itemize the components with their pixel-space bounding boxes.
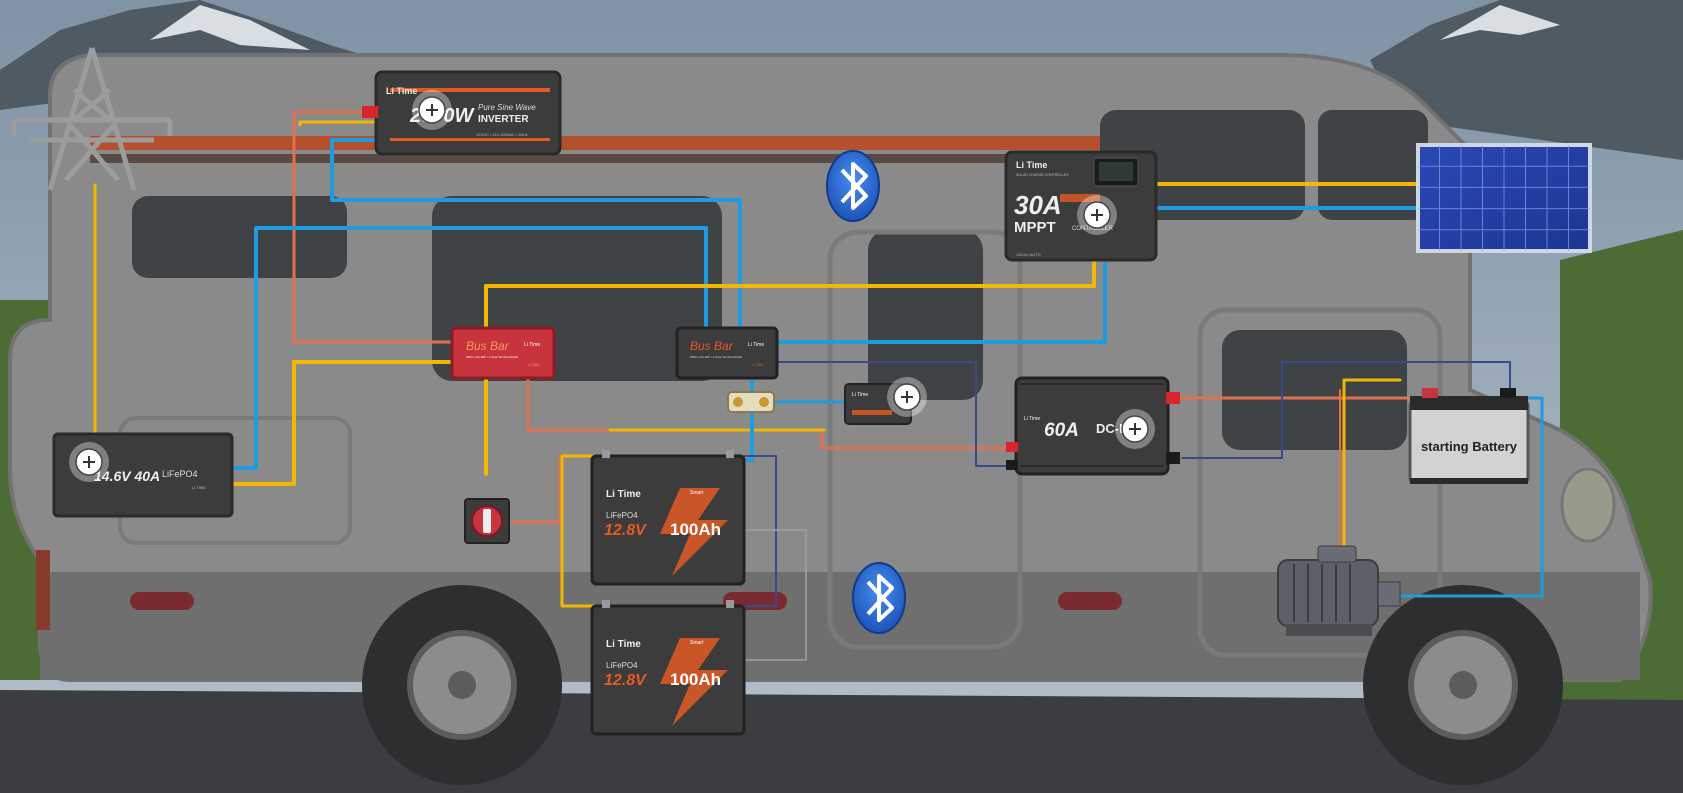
rv-window-5: [1318, 110, 1428, 220]
solar-panel-icon[interactable]: [1416, 143, 1592, 253]
battery-2-brand: Li Time: [606, 639, 641, 650]
charger-foot: LI TIME: [192, 485, 206, 490]
rv-window-6: [1222, 330, 1407, 450]
busbar-left-spec: 250A • DC 48V • 4 Post Terminal Studs: [466, 355, 518, 359]
wire-battery-parallel-red: [560, 454, 602, 608]
battery-switch-icon[interactable]: [464, 498, 510, 544]
plus-circle-icon[interactable]: [412, 90, 452, 130]
inverter-brand: Li Time: [386, 86, 417, 96]
battery-1-brand: Li Time: [606, 489, 641, 500]
snow-left: [150, 5, 310, 50]
starting-battery-label: starting Battery: [1421, 439, 1518, 454]
wire-mppt-blue: [776, 260, 1107, 344]
lifepo4-battery-2[interactable]: Li Time Smart LiFePO4 12.8V 100Ah: [590, 600, 746, 736]
inverter-line1: Pure Sine Wave: [478, 103, 536, 112]
mppt-sub: SOLAR CHARGE CONTROLLER: [1016, 173, 1069, 177]
lifepo4-battery-1[interactable]: Li Time Smart LiFePO4 12.8V 100Ah: [590, 450, 746, 586]
mppt-tag: CONTROLLER: [1072, 226, 1114, 232]
rv-wheel-front: [1363, 585, 1563, 785]
battery-1-voltage: 12.8V: [604, 522, 647, 539]
plus-circle-icon[interactable]: [69, 442, 109, 482]
wire-inverter-blue: [330, 138, 742, 332]
rv-stripe-dark: [90, 154, 1100, 163]
battery-1-badge: Smart: [690, 490, 704, 496]
wire-bt-lower: [745, 529, 807, 661]
mppt-type: MPPT: [1014, 219, 1056, 236]
battery-monitor[interactable]: Li Time: [844, 377, 927, 425]
monitor-brand: Li Time: [852, 392, 868, 398]
fuse-icon[interactable]: [727, 391, 775, 413]
battery-2-capacity: 100Ah: [670, 670, 721, 689]
charger-chem: LiFePO4: [162, 469, 198, 479]
inverter-footnote: 12VDC • 110-120VAC • 60Hz: [476, 132, 528, 137]
wire-alt-yellow: [1342, 378, 1402, 550]
busbar-left-model: LT-BB: [528, 362, 539, 367]
wire-dcdc-startbatt-blue: [1181, 361, 1511, 459]
inverter-line2: INVERTER: [478, 114, 529, 125]
solar-grid: [1418, 145, 1590, 251]
busbar-right-model: LT-BB: [752, 362, 763, 367]
mppt-footnote: 12/24V AUTO: [1016, 252, 1041, 257]
battery-2-badge: Smart: [690, 640, 704, 646]
wire-busbar-dcdc-navy: [777, 361, 1011, 467]
charger-rating: 14.6V 40A: [94, 468, 160, 484]
wire-inverter-yellow: [298, 120, 378, 127]
bus-bar-negative[interactable]: Bus Bar Li Time 250A • DC 48V • 4 Post T…: [675, 326, 779, 380]
mppt-controller[interactable]: Li Time SOLAR CHARGE CONTROLLER 30A MPPT…: [1004, 150, 1158, 262]
dcdc-brand: Li Time: [1024, 416, 1040, 422]
plus-circle-icon[interactable]: [1077, 195, 1117, 235]
battery-2-chem: LiFePO4: [606, 661, 638, 670]
busbar-left-brand: Li Time: [524, 342, 540, 348]
snow-right: [1440, 5, 1560, 40]
mppt-brand: Li Time: [1016, 160, 1047, 170]
dcdc-current: 60A: [1044, 420, 1079, 441]
power-pylon-icon: [11, 47, 173, 191]
mountains-right: [1370, 0, 1683, 160]
wiring: [93, 110, 1544, 661]
mppt-current: 30A: [1014, 190, 1062, 220]
motor-fins: [1293, 564, 1351, 622]
battery-2-voltage: 12.8V: [604, 672, 647, 689]
rv-headlight: [1560, 467, 1616, 543]
busbar-right-spec: 250A • DC 48V • 4 Post Terminal Studs: [690, 355, 742, 359]
bluetooth-icon: [826, 150, 880, 222]
rv-window-3: [868, 230, 983, 400]
busbar-right-title: Bus Bar: [690, 339, 734, 353]
plus-circle-icon[interactable]: [1115, 409, 1155, 449]
wire-charger-yellow: [230, 360, 454, 486]
rv-marker-light-3: [1058, 592, 1122, 610]
plus-circle-icon[interactable]: [887, 377, 927, 417]
rv-wheel-rear: [362, 585, 562, 785]
battery-1-chem: LiFePO4: [606, 511, 638, 520]
rv-window-1: [132, 196, 347, 278]
battery-1-bolt: [660, 488, 728, 576]
busbar-right-brand: Li Time: [748, 342, 764, 348]
bus-bar-positive[interactable]: Bus Bar Li Time 250A • DC 48V • 4 Post T…: [450, 326, 556, 380]
wire-mppt-yellow: [484, 260, 1096, 332]
wire-battery-parallel-blue: [743, 455, 777, 607]
wire-charger-blue: [230, 226, 708, 470]
alternator-motor-icon[interactable]: [1277, 545, 1401, 636]
busbar-left-title: Bus Bar: [466, 339, 510, 353]
battery-2-bolt: [660, 638, 728, 726]
battery-1-capacity: 100Ah: [670, 520, 721, 539]
dcdc-fins: [1020, 383, 1164, 467]
rv-taillight: [36, 550, 50, 630]
battery-charger[interactable]: 14.6V 40A LiFePO4 LI TIME: [52, 432, 234, 518]
dc-dc-charger[interactable]: Li Time 60A DC-DC: [1006, 376, 1180, 476]
rv-marker-light-1: [130, 592, 194, 610]
rv-stripe-orange: [90, 136, 1100, 150]
bluetooth-icon: [852, 562, 906, 634]
inverter[interactable]: Li Time 2000W Pure Sine Wave INVERTER 12…: [362, 70, 562, 156]
starting-battery[interactable]: starting Battery: [1408, 388, 1530, 484]
